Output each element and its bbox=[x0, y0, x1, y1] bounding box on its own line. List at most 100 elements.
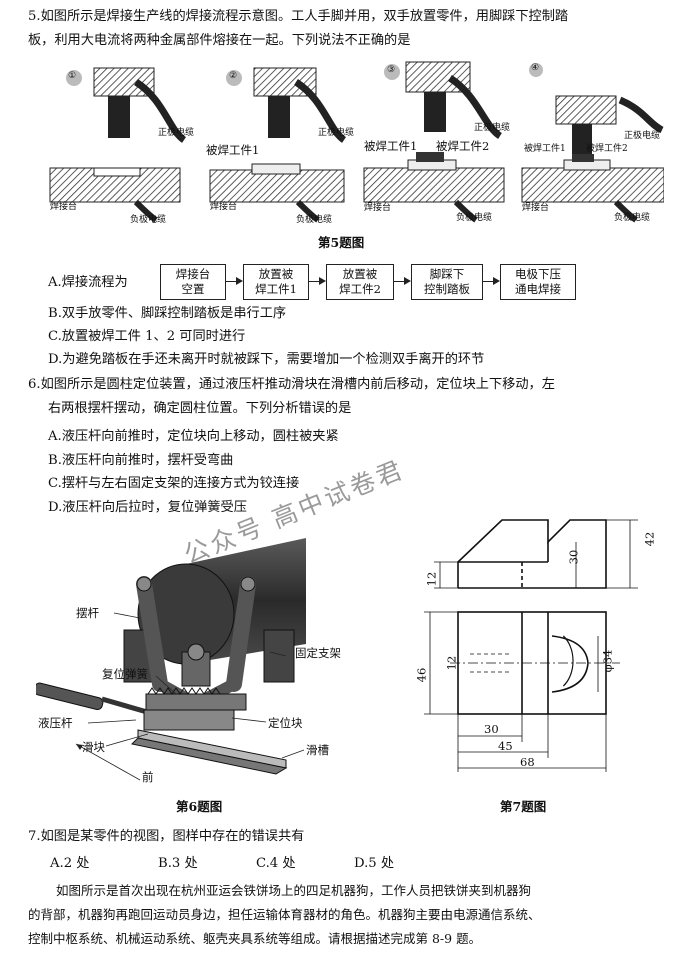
chute-label: 滑槽 bbox=[306, 743, 329, 757]
q7-option-b: B.3 处 bbox=[158, 856, 198, 871]
q6-option-a: A.液压杆向前推时，定位块向上移动，圆柱被夹紧 bbox=[48, 429, 339, 444]
dim-45: 45 bbox=[498, 739, 513, 753]
slider-label: 滑块 bbox=[82, 740, 105, 754]
q7-figure-caption: 第7题图 bbox=[500, 799, 547, 814]
workpiece2-shape bbox=[416, 152, 444, 162]
workpiece2-label-b: 被焊工件2 bbox=[586, 144, 628, 154]
right-swing-rod bbox=[226, 576, 256, 692]
slider-shape bbox=[143, 709, 235, 731]
weld-table-label-2: 焊接台 bbox=[210, 202, 238, 212]
q5-option-c: C.放置被焊工件 1、2 可同时进行 bbox=[48, 329, 246, 344]
flow-step-2-line1: 放置被 bbox=[258, 267, 294, 281]
workpiece1-label-c: 被焊工件1 bbox=[524, 144, 566, 154]
step3-label: ③ bbox=[387, 65, 396, 75]
weld-step2-panel bbox=[209, 67, 347, 223]
flow-step-4-line2: 控制踏板 bbox=[424, 282, 470, 296]
dim-12-inner: 12 bbox=[444, 655, 459, 671]
fixed-bracket-label: 固定支架 bbox=[295, 646, 341, 660]
right-bracket bbox=[263, 629, 295, 683]
q6-device-figure bbox=[36, 538, 306, 781]
step2-label: ② bbox=[229, 71, 238, 81]
flow-step-1-line1: 焊接台 bbox=[175, 267, 211, 281]
step3-marker bbox=[384, 64, 400, 80]
flow-step-4: 脚踩下 控制踏板 bbox=[411, 264, 483, 300]
electrode-1 bbox=[108, 96, 130, 138]
weld-step1-panel bbox=[49, 67, 187, 223]
q6-stem-line1: 6.如图所示是圆柱定位装置，通过液压杆推动滑块在滑槽内前后移动，定位块上下移动，… bbox=[28, 377, 555, 392]
workpiece1-label-b: 被焊工件1 bbox=[364, 139, 418, 153]
q7-stem: 7.如图是某零件的视图，图样中存在的错误共有 bbox=[28, 829, 305, 844]
positive-cable-label-1: 正极电缆 bbox=[158, 128, 195, 138]
dim-30-vertical: 30 bbox=[566, 549, 581, 565]
flow-step-5-line1: 电极下压 bbox=[515, 267, 561, 281]
positive-cable-label-3: 正极电缆 bbox=[474, 123, 511, 133]
q5-option-a-prefix: A.焊接流程为 bbox=[48, 275, 128, 290]
q7-drawing bbox=[424, 519, 638, 772]
hydraulic-cylinder bbox=[36, 682, 104, 711]
flow-arrow-2 bbox=[308, 275, 326, 287]
flow-step-3-line2: 焊工件2 bbox=[339, 282, 381, 296]
q6-option-b: B.液压杆向前推时，摆杆受弯曲 bbox=[48, 453, 234, 468]
flow-step-2: 放置被 焊工件1 bbox=[243, 264, 309, 300]
weld-table-label-1: 焊接台 bbox=[50, 202, 78, 212]
rack-shape bbox=[145, 693, 247, 711]
passage-line1: 如图所示是首次出现在杭州亚运会铁饼场上的四足机器狗，工作人员把铁饼夹到机器狗 bbox=[56, 883, 532, 898]
workpiece2-label-a: 被焊工件2 bbox=[436, 139, 490, 153]
dim-30: 30 bbox=[484, 722, 499, 736]
flow-step-2-line2: 焊工件1 bbox=[255, 282, 297, 296]
q6-option-c: C.摆杆与左右固定支架的连接方式为铰连接 bbox=[48, 476, 300, 491]
dim-68: 68 bbox=[520, 755, 535, 769]
q7-semicircle bbox=[551, 635, 589, 693]
flow-step-4-line1: 脚踩下 bbox=[429, 267, 465, 281]
q7-option-c: C.4 处 bbox=[256, 856, 296, 871]
flow-step-1: 焊接台 空置 bbox=[160, 264, 226, 300]
q7-option-d: D.5 处 bbox=[354, 856, 395, 871]
q5-stem-line1: 5.如图所示是焊接生产线的焊接流程示意图。工人手脚并用，双手放置零件，用脚踩下控… bbox=[28, 9, 569, 24]
step4-label: ④ bbox=[531, 63, 540, 73]
q5-option-d: D.为避免踏板在手还未离开时就被踩下，需要增加一个检测双手离开的环节 bbox=[48, 352, 485, 367]
q6-stem-line2: 右两根摆杆摆动，确定圆柱位置。下列分析错误的是 bbox=[48, 401, 352, 416]
positive-cable-1 bbox=[134, 79, 187, 143]
dim-46: 46 bbox=[414, 667, 429, 683]
q7-option-a: A.2 处 bbox=[50, 856, 90, 871]
weld-table-label-3: 焊接台 bbox=[364, 203, 392, 213]
weld-step3-panel bbox=[363, 61, 505, 223]
weld-table-label-4: 焊接台 bbox=[522, 203, 550, 213]
dim-12: 12 bbox=[424, 571, 439, 587]
workpiece1-shape bbox=[251, 163, 301, 175]
step4-marker bbox=[529, 63, 543, 77]
negative-cable-label-1: 负极电缆 bbox=[130, 215, 167, 225]
return-spring-label: 复位弹簧 bbox=[102, 667, 148, 681]
flow-arrow-4 bbox=[482, 275, 500, 287]
step1-label: ① bbox=[68, 71, 77, 81]
q6-figure-caption: 第6题图 bbox=[176, 799, 223, 814]
step1-marker bbox=[66, 70, 82, 86]
q5-option-b: B.双手放零件、脚踩控制踏板是串行工序 bbox=[48, 306, 287, 321]
dim-42: 42 bbox=[642, 531, 657, 547]
front-label: 前 bbox=[142, 770, 154, 784]
flow-step-3: 放置被 焊工件2 bbox=[326, 264, 394, 300]
negative-cable-label-2: 负极电缆 bbox=[296, 215, 333, 225]
q7-front-view bbox=[457, 519, 607, 589]
flow-step-1-line2: 空置 bbox=[181, 282, 205, 296]
positive-cable-label-4: 正极电缆 bbox=[624, 131, 661, 141]
electrode-2 bbox=[268, 96, 290, 138]
negative-cable-label-3: 负极电缆 bbox=[456, 213, 493, 223]
hydraulic-rod-label: 液压杆 bbox=[38, 716, 73, 730]
left-swing-rod bbox=[136, 576, 168, 692]
flow-step-3-line1: 放置被 bbox=[342, 267, 378, 281]
negative-cable-1 bbox=[133, 199, 158, 223]
dim-phi34: φ34 bbox=[600, 649, 615, 673]
weld-step4-panel bbox=[521, 63, 664, 223]
passage-line2: 的背部，机器狗再跑回运动员身边，担任运输体育器材的角色。机器狗主要由电源通信系统… bbox=[28, 907, 541, 922]
passage-line3: 控制中枢系统、机械运动系统、躯壳夹具系统等组成。请根据描述完成第 8-9 题。 bbox=[28, 931, 482, 946]
flow-arrow-1 bbox=[225, 275, 243, 287]
locating-block-label: 定位块 bbox=[268, 716, 303, 730]
swing-rod-label: 摆杆 bbox=[76, 606, 99, 620]
q6-option-d: D.液压杆向后拉时，复位弹簧受压 bbox=[48, 500, 247, 515]
flow-arrow-3 bbox=[393, 275, 411, 287]
positive-cable-label-2: 正极电缆 bbox=[318, 128, 355, 138]
workpiece1-label-a: 被焊工件1 bbox=[206, 143, 260, 157]
q5-welding-figure bbox=[49, 61, 664, 223]
q5-figure-caption: 第5题图 bbox=[318, 235, 365, 250]
